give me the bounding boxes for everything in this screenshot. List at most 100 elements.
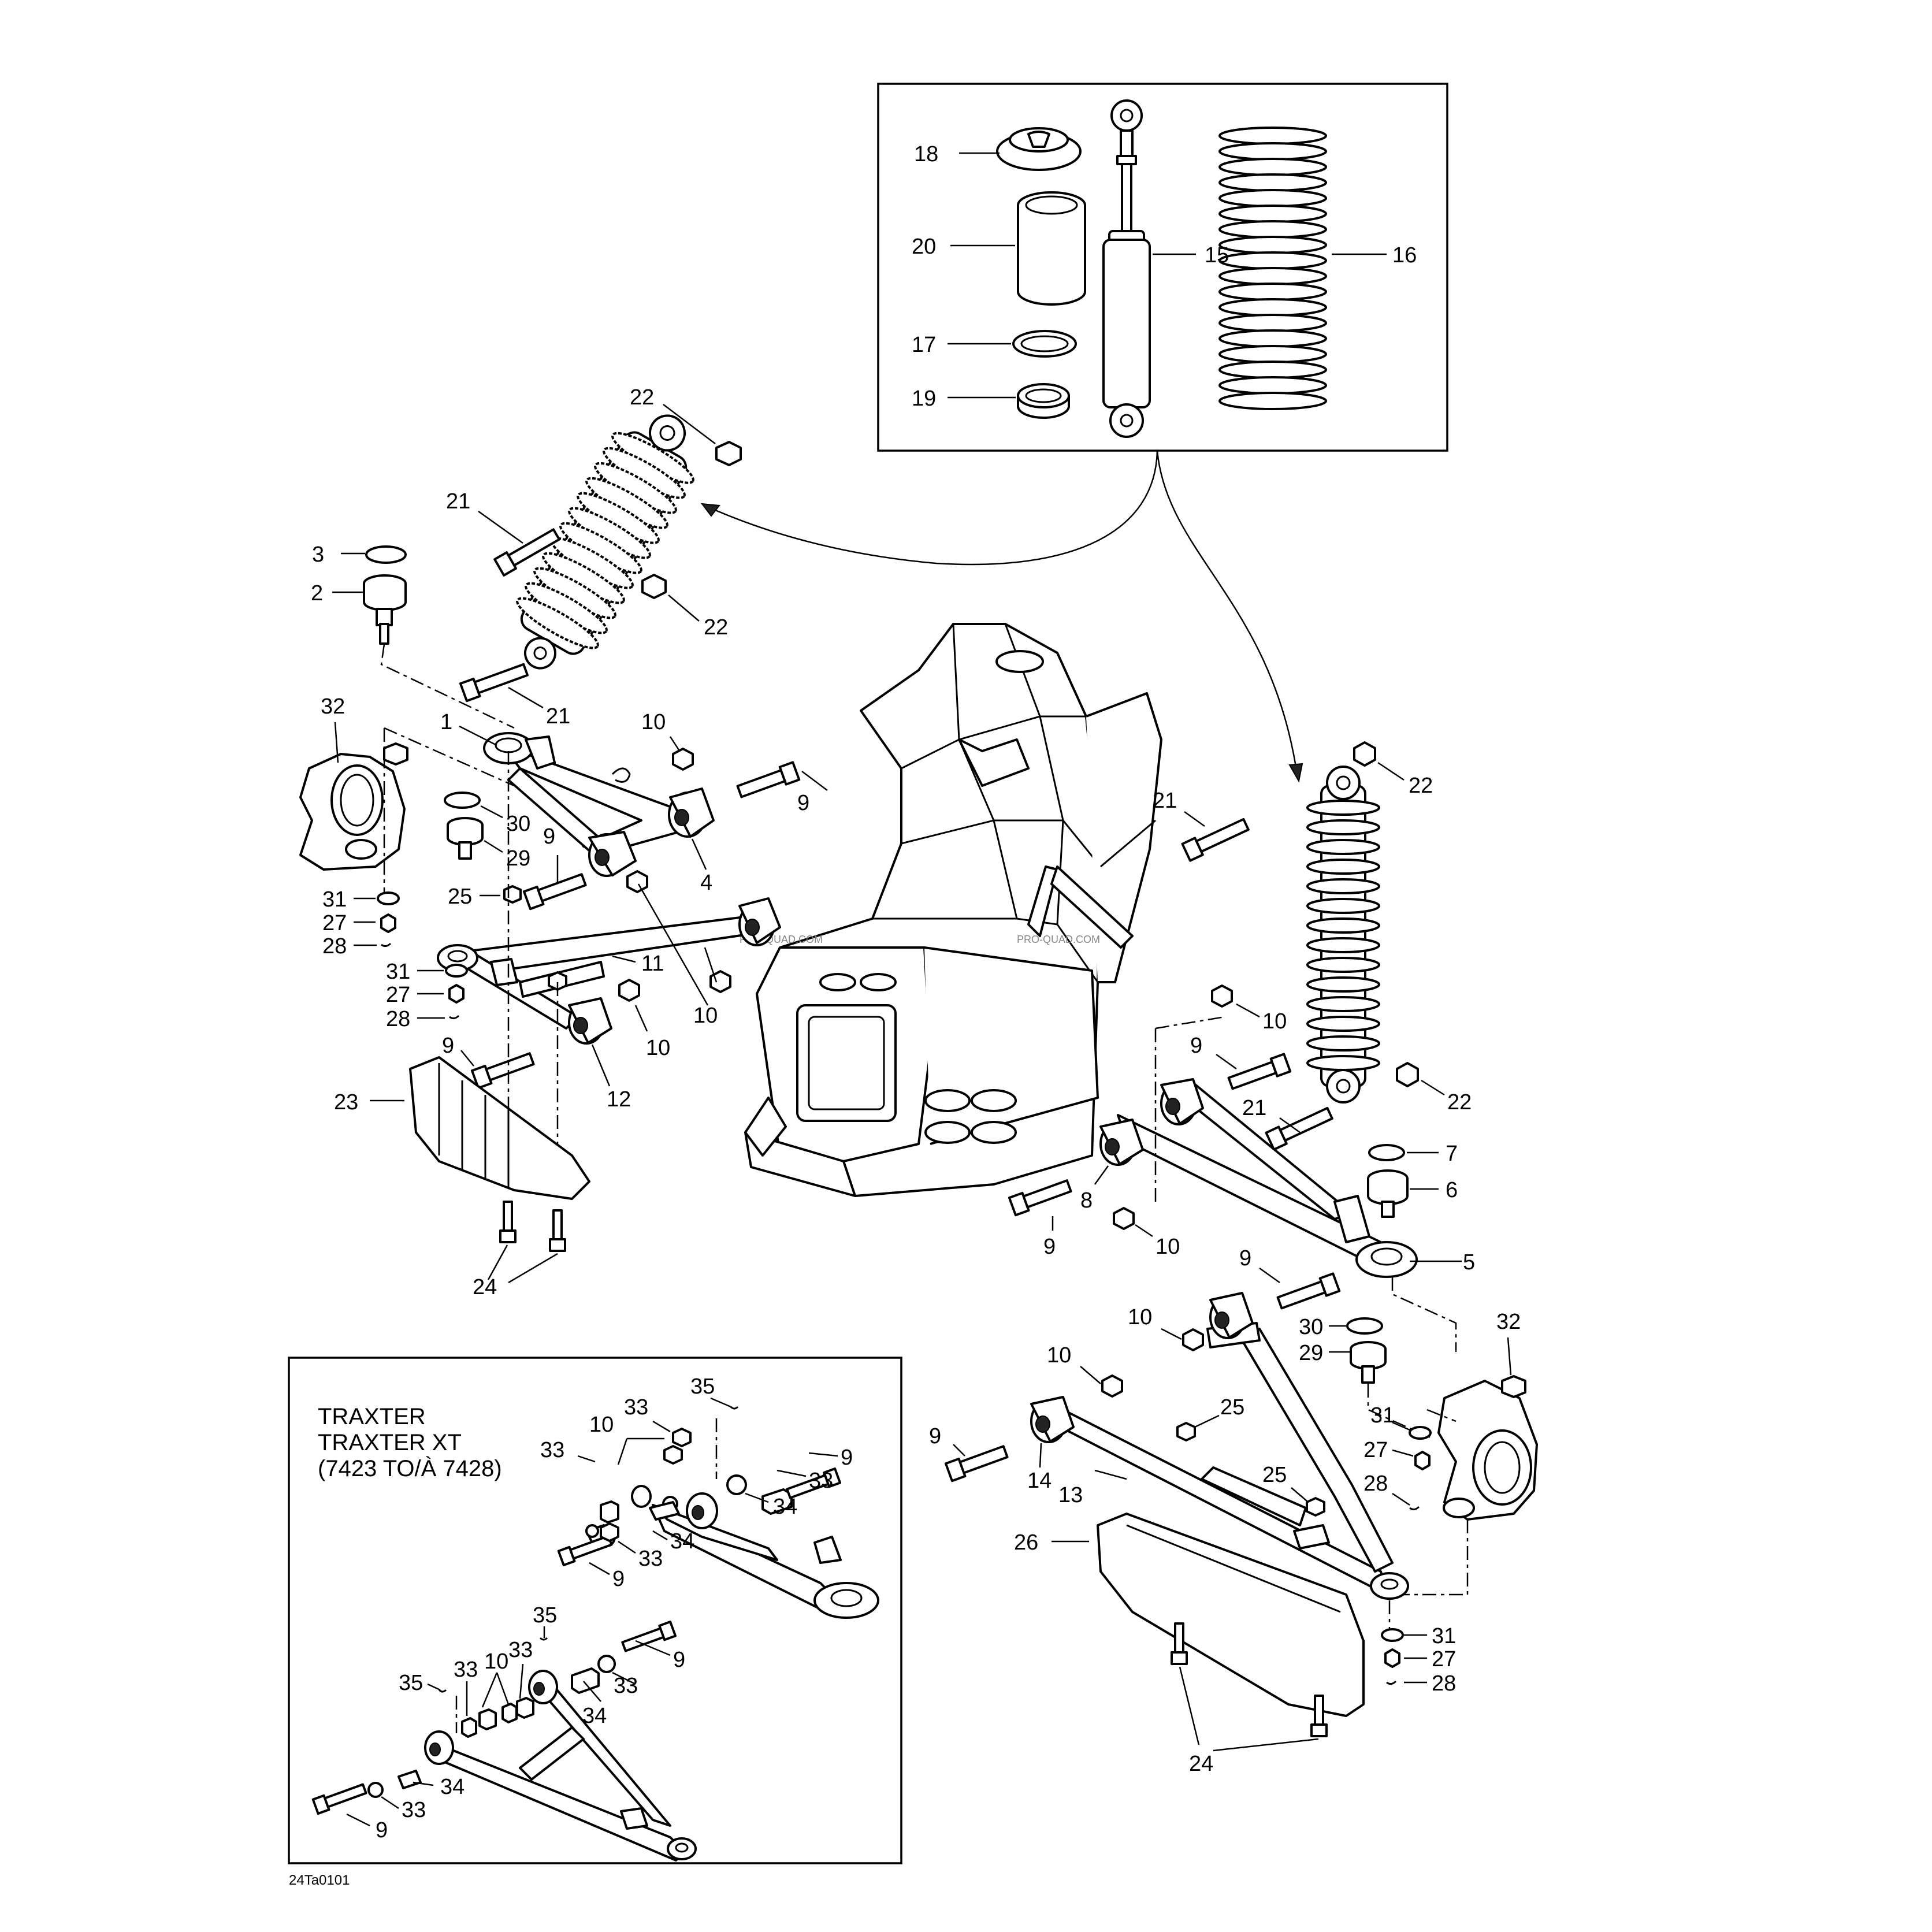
upper-a-arm-left: [483, 732, 680, 862]
bushing-part-12: [568, 997, 612, 1045]
inset-box-traxter: TRAXTER TRAXTER XT (7423 TO/À 7428): [288, 1357, 902, 1864]
callout-9-right-far: 9: [929, 1424, 941, 1448]
bushing-part-14: [1030, 1396, 1075, 1443]
inset-callout-10-upper: 10: [589, 1413, 614, 1437]
inset-callout-9-upper: 9: [841, 1446, 853, 1470]
callout-4: 4: [700, 871, 712, 895]
callout-13: 13: [1058, 1483, 1083, 1507]
bushing-part-19: [1017, 383, 1070, 419]
callout-31-right-lower: 31: [1432, 1624, 1456, 1648]
callout-14: 14: [1027, 1469, 1052, 1493]
detail-box-shock-components: 18 20 17 19 15 16: [877, 83, 1448, 452]
bushing-part-8: [1099, 1119, 1144, 1166]
callout-9-mid-left: 9: [543, 824, 555, 849]
inset-callout-9-lower-b: 9: [376, 1818, 388, 1842]
callout-10-right-top: 10: [1262, 1009, 1287, 1034]
callout-23: 23: [334, 1090, 358, 1114]
callout-10-right-lowest: 10: [1047, 1343, 1071, 1368]
callout-18: 18: [914, 142, 938, 166]
callout-20: 20: [912, 235, 936, 259]
inset-title-line-1: TRAXTER: [318, 1404, 426, 1429]
right-shock-assembly: 22 22 21 21: [1153, 741, 1472, 1151]
callout-25-left: 25: [448, 885, 472, 909]
callout-26: 26: [1014, 1530, 1038, 1555]
callout-9-right-mid: 9: [1043, 1235, 1056, 1259]
callout-25-right-top: 25: [1220, 1395, 1244, 1420]
inset-callout-35-upper: 35: [690, 1374, 715, 1399]
callout-29-right: 29: [1299, 1341, 1323, 1365]
callout-32-right: 32: [1496, 1310, 1521, 1334]
callout-10-right-mid: 10: [1156, 1235, 1180, 1259]
bushing-upper-right-rear: [1160, 1078, 1204, 1125]
callout-27-left-upper: 27: [322, 911, 347, 935]
callout-10-top-left: 10: [641, 710, 666, 734]
diagram-code: 24Ta0101: [289, 1872, 350, 1888]
inset-callout-33-upper-c: 33: [809, 1469, 833, 1493]
inset-callout-33-upper-a: 33: [624, 1395, 648, 1420]
callout-21-top-left: 21: [446, 489, 470, 514]
inset-callout-33-lower-a: 33: [508, 1638, 533, 1662]
inset-callout-9-upper-b: 9: [612, 1567, 625, 1591]
right-suspension: 5 8 9 10 9: [929, 984, 1538, 1776]
callout-21-top-right: 21: [1153, 789, 1177, 813]
callout-31-right-upper: 31: [1370, 1403, 1395, 1428]
callout-30-left: 30: [506, 812, 530, 836]
inset-callout-33-upper-d: 33: [638, 1547, 663, 1571]
callout-32-left: 32: [321, 694, 345, 719]
shock-absorber-part-15: [1102, 99, 1151, 438]
coil-spring-part-16: [1218, 127, 1327, 410]
callout-21-bottom-left: 21: [546, 704, 570, 729]
callout-6: 6: [1446, 1178, 1458, 1202]
callout-21-bottom-right: 21: [1242, 1096, 1266, 1120]
skid-plate-part-26: [1097, 1513, 1365, 1717]
callout-7: 7: [1446, 1142, 1458, 1166]
callout-31-left-lower: 31: [386, 960, 410, 984]
inset-title-line-3: (7423 TO/À 7428): [318, 1455, 502, 1481]
detail-box-pointer-arrows: [700, 450, 1303, 783]
skid-plate-part-23: [409, 1056, 590, 1200]
callout-10-right-lower: 10: [1128, 1305, 1152, 1329]
inset-callout-33-lower-b: 33: [454, 1658, 478, 1682]
inset-callout-35-lower-a: 35: [533, 1603, 557, 1628]
callout-27-right-lower: 27: [1432, 1647, 1456, 1671]
inset-callout-34-upper-a: 34: [773, 1495, 797, 1519]
callout-28-left-upper: 28: [322, 934, 347, 958]
callout-25-right-lower: 25: [1262, 1463, 1287, 1487]
bushing-lower-arm-front: [738, 897, 781, 946]
callout-22-mid-left: 22: [704, 615, 728, 640]
callout-1: 1: [440, 710, 452, 734]
callout-9-right-upper: 9: [1190, 1034, 1202, 1058]
callout-27-right-upper: 27: [1363, 1438, 1388, 1462]
ring-part-17: [1012, 330, 1077, 358]
inset-lower-a-arm: [438, 1686, 697, 1862]
callout-10-right-of-12: 10: [646, 1036, 670, 1060]
callout-10-below-11: 10: [693, 1004, 718, 1028]
callout-24-right: 24: [1189, 1752, 1213, 1776]
steering-knuckle-left: [299, 742, 408, 871]
callout-2: 2: [311, 581, 323, 605]
vehicle-frame: PRO-QUAD.COM PRO-QUAD.COM: [740, 623, 1162, 1197]
inset-title-line-2: TRAXTER XT: [318, 1430, 462, 1455]
callout-9-lower-left: 9: [442, 1034, 454, 1058]
lower-a-arm-right: [1062, 1322, 1409, 1600]
callout-29-left: 29: [506, 846, 530, 871]
callout-3: 3: [312, 543, 324, 567]
bushing-lower-right-rear: [1209, 1292, 1254, 1339]
callout-15: 15: [1205, 243, 1229, 267]
watermark-right: PRO-QUAD.COM: [1017, 934, 1100, 945]
sleeve-part-20: [1017, 191, 1086, 306]
steering-knuckle-right: [1437, 1375, 1538, 1521]
callout-22-bottom-right: 22: [1447, 1090, 1472, 1114]
inset-callout-9-lower-a: 9: [673, 1648, 685, 1672]
callout-28-right-lower: 28: [1432, 1671, 1456, 1696]
inset-callout-33-lower-c: 33: [614, 1674, 638, 1698]
spring-seat-part-18: [996, 127, 1082, 171]
callout-8: 8: [1080, 1188, 1093, 1213]
callout-12: 12: [607, 1087, 631, 1112]
callout-30-right: 30: [1299, 1315, 1323, 1339]
left-suspension: 3 2 32 30 29: [299, 543, 828, 1299]
inset-callout-33-lower-d: 33: [402, 1798, 426, 1822]
bushing-part-4: [668, 787, 715, 838]
inset-callout-34-upper-b: 34: [670, 1529, 694, 1554]
